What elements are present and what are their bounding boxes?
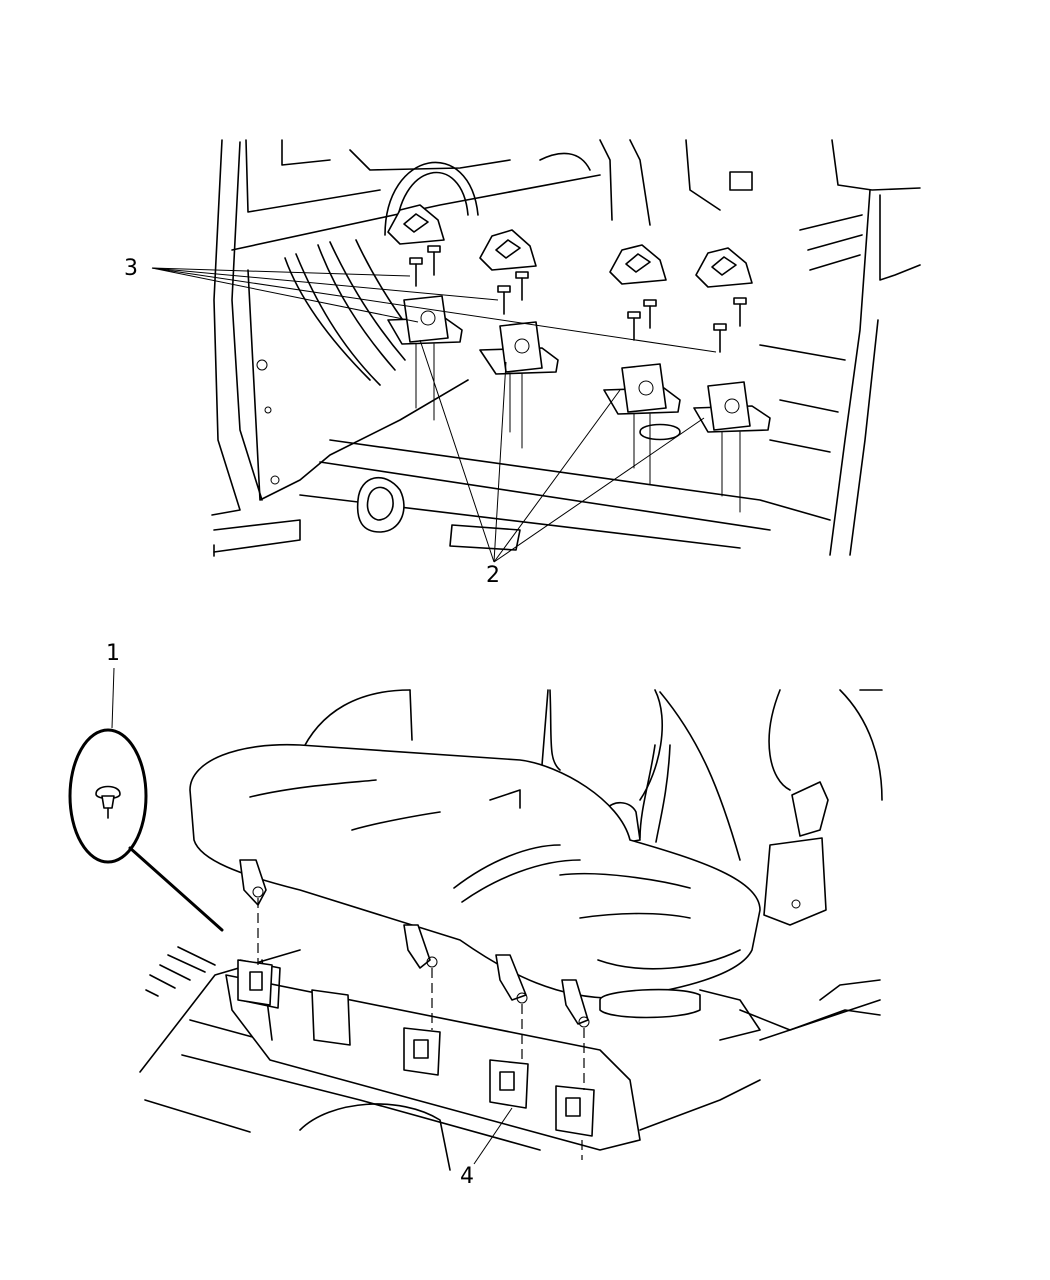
floor-anchor-bracket <box>603 363 681 415</box>
callout-1: 1 <box>106 641 120 666</box>
floor-anchor-bracket <box>479 321 559 375</box>
callout-3: 3 <box>124 256 138 281</box>
floor-anchor-bracket <box>693 381 771 433</box>
bolt <box>409 245 747 353</box>
lower-seat-view <box>139 689 883 1171</box>
push-pin-detail-callout <box>68 667 224 932</box>
callout-2: 2 <box>486 563 500 588</box>
upper-floor-view <box>151 139 921 563</box>
floor-anchor-bracket <box>387 295 463 345</box>
callout-4: 4 <box>460 1164 474 1189</box>
